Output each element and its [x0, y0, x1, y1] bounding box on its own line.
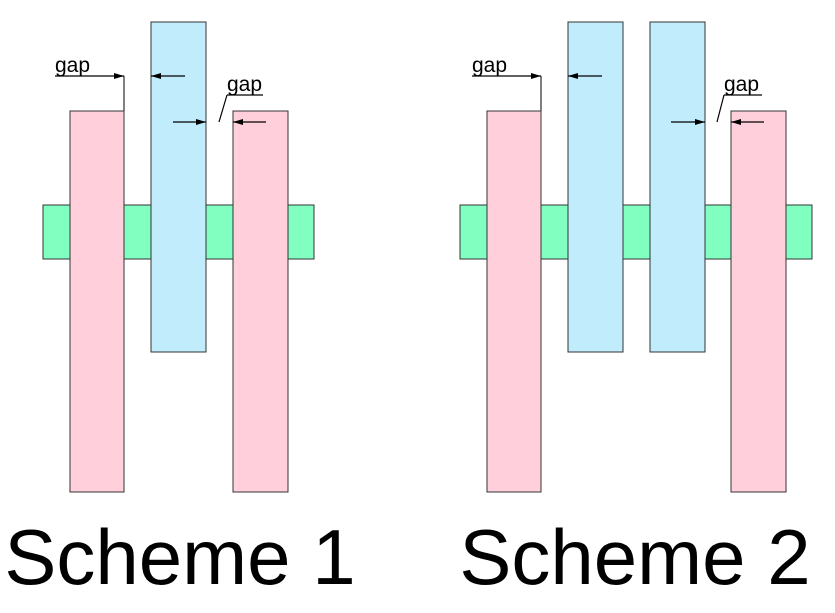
scheme-1: gap gap Scheme 1: [4, 21, 356, 601]
gap-dimension-1: gap: [472, 54, 602, 111]
scheme-2: gap gap Scheme 2: [459, 21, 813, 601]
gap-label: gap: [55, 54, 90, 77]
pink-bar-right: [232, 110, 289, 493]
blue-bar-right: [649, 21, 706, 353]
scheme-title: Scheme 1: [4, 513, 355, 601]
gap-label: gap: [227, 73, 262, 96]
pink-bar-right: [730, 110, 787, 493]
gap-dimension-2: gap: [671, 73, 764, 125]
blue-bar: [150, 21, 207, 353]
gap-label: gap: [472, 54, 507, 77]
gap-dimension-1: gap: [55, 54, 185, 111]
pink-bar-left: [69, 110, 125, 493]
gap-dimension-2: gap: [173, 73, 266, 125]
pink-bar-left: [486, 110, 542, 493]
scheme-title: Scheme 2: [459, 513, 810, 601]
gap-label: gap: [724, 73, 759, 96]
blue-bar-left: [567, 21, 624, 353]
